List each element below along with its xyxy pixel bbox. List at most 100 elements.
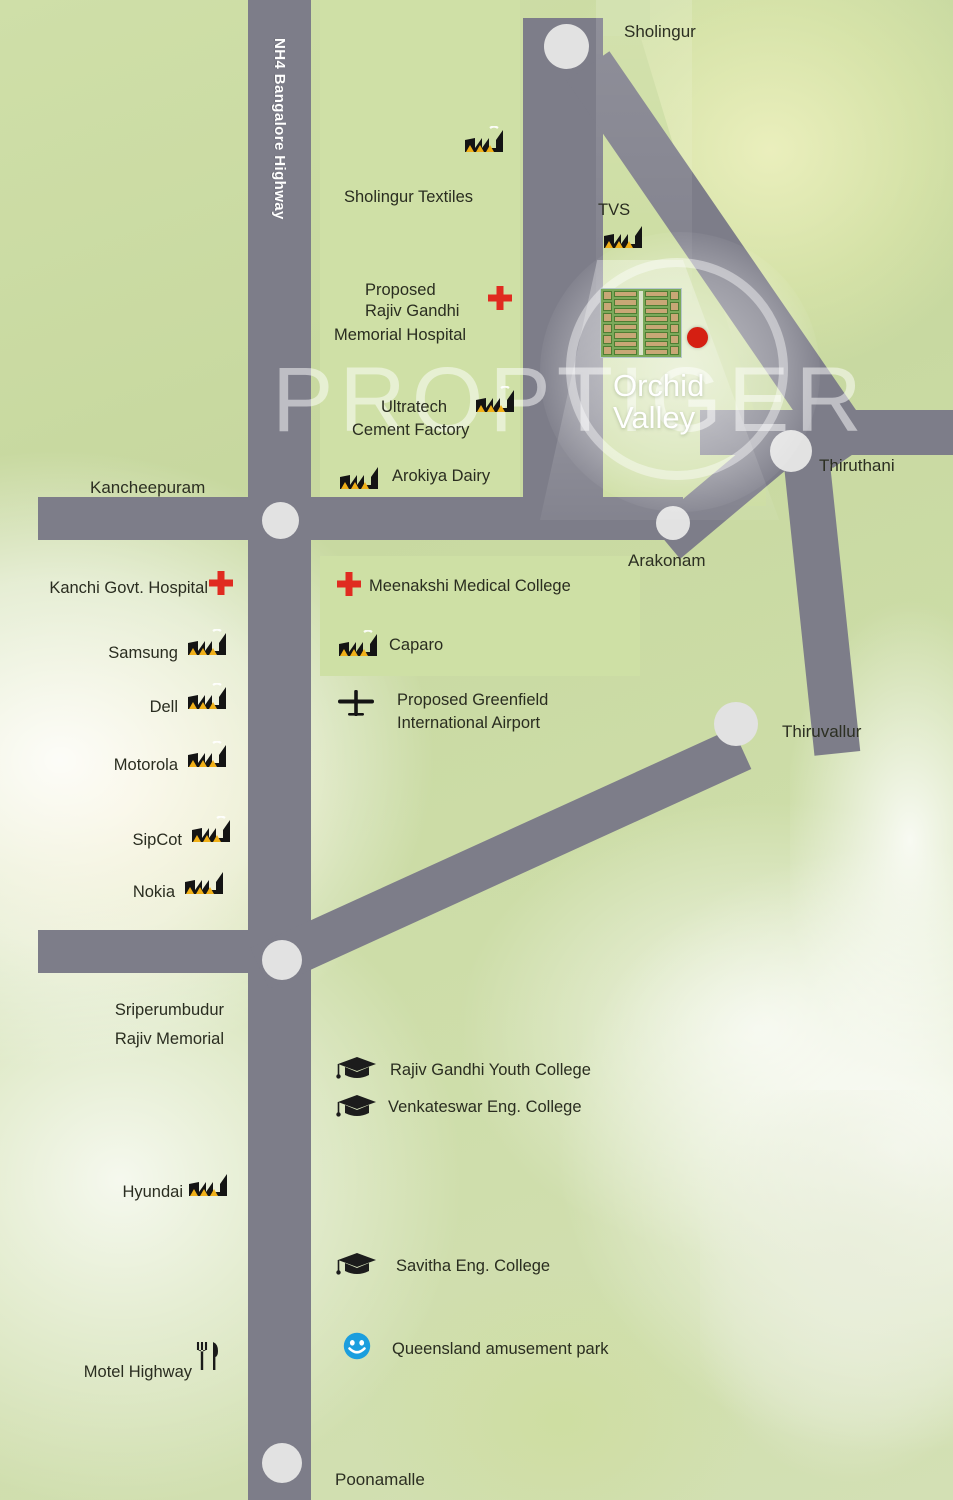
junction-poonamalle [262, 1443, 302, 1483]
poi-label-sriperumbudur-line2: Rajiv Memorial [114, 1030, 224, 1048]
hospital-cross-icon [209, 571, 233, 595]
junction-kancheepuram [262, 502, 299, 539]
plan-plot [603, 302, 613, 311]
poi-label-hyundai: Hyundai [122, 1183, 183, 1201]
plan-plot [614, 291, 638, 298]
road-kancheepuram-arakonam [268, 497, 683, 540]
poi-label-dell: Dell [149, 698, 178, 716]
plan-plot [644, 307, 668, 314]
project-glow [540, 232, 820, 512]
poi-label-sipcot: SipCot [132, 831, 182, 849]
place-label-kancheepuram: Kancheepuram [90, 478, 206, 497]
plan-plot [669, 291, 679, 300]
smiley-icon [343, 1332, 371, 1360]
plan-plot [603, 346, 613, 355]
airplane-icon [338, 690, 374, 716]
poi-label-airport-line1: Proposed Greenfield [397, 691, 549, 709]
land-parcel-north-industrial [320, 0, 520, 532]
poi-label-caparo: Caparo [389, 636, 444, 654]
poi-label-rajiv-gandhi-hospital-line1: Proposed [365, 281, 436, 299]
plan-plot [644, 324, 668, 331]
project-location-marker[interactable] [687, 327, 708, 348]
project-title-line2: Valley [613, 400, 696, 435]
plan-plot [614, 348, 638, 355]
junction-thiruvallur [714, 702, 758, 746]
plan-plot [603, 313, 613, 322]
factory-icon [188, 683, 226, 709]
road-label-nh4: NH4 Bangalore Highway [271, 38, 288, 220]
restaurant-icon [196, 1342, 218, 1370]
junction-sriperumbudur [262, 940, 302, 980]
plan-plot [644, 348, 668, 355]
poi-label-rajiv-gandhi-hospital-line3: Memorial Hospital [334, 326, 467, 344]
poi-label-queensland-amusement-park: Queensland amusement park [392, 1340, 609, 1358]
place-label-thiruvallur: Thiruvallur [782, 722, 862, 741]
plan-plot [614, 315, 638, 322]
road-nh4-bangalore-highway [248, 0, 311, 1500]
poi-label-nokia: Nokia [132, 883, 175, 901]
plan-plot [603, 324, 613, 333]
graduation-cap-icon [336, 1057, 376, 1079]
road-kancheepuram-spur [38, 497, 268, 540]
plan-plot [669, 302, 679, 311]
land-parcel-sholingur-east [600, 0, 650, 40]
place-label-thiruthani: Thiruthani [819, 456, 895, 475]
factory-icon [604, 226, 642, 248]
factory-icon [476, 386, 514, 412]
plan-column [614, 291, 638, 355]
plan-internal-road [639, 291, 643, 355]
background-highlight-southeast [700, 1090, 953, 1500]
factory-icon [188, 629, 226, 655]
plan-plot [614, 324, 638, 331]
poi-label-venkateswar-college: Venkateswar Eng. College [388, 1098, 582, 1116]
factory-icon [340, 467, 378, 489]
poi-label-savitha-college: Savitha Eng. College [396, 1257, 551, 1275]
plan-plot [614, 307, 638, 314]
poi-label-samsung: Samsung [108, 644, 178, 662]
plan-plot [644, 315, 668, 322]
plan-plot [669, 346, 679, 355]
place-label-sholingur: Sholingur [624, 22, 696, 41]
poi-label-ultratech-line1: Ultratech [381, 398, 448, 416]
poi-label-rajiv-gandhi-youth-college: Rajiv Gandhi Youth College [390, 1061, 591, 1079]
poi-label-airport-line2: International Airport [397, 714, 541, 732]
plan-plot [603, 291, 613, 300]
plan-column [644, 291, 668, 355]
road-sriperumbudur-spur [38, 930, 268, 973]
poi-label-arokiya-dairy: Arokiya Dairy [392, 467, 491, 485]
poi-label-motel-highway: Motel Highway [83, 1363, 192, 1381]
plan-plot [614, 340, 638, 347]
project-title-line1: Orchid [613, 368, 705, 403]
plan-plot [669, 324, 679, 333]
poi-label-ultratech-line2: Cement Factory [352, 421, 470, 439]
project-site-layout-plan [600, 288, 682, 358]
plan-plot [644, 332, 668, 339]
graduation-cap-icon [336, 1095, 376, 1117]
plan-plot [669, 335, 679, 344]
factory-icon [185, 872, 223, 894]
place-label-arakonam: Arakonam [628, 551, 706, 570]
poi-label-kanchi-govt-hospital: Kanchi Govt. Hospital [49, 579, 208, 597]
plan-plot [603, 335, 613, 344]
factory-icon [465, 126, 503, 152]
plan-column [669, 291, 679, 355]
factory-icon [192, 816, 230, 842]
plan-plot [614, 332, 638, 339]
plan-plot [644, 340, 668, 347]
plan-plot [669, 313, 679, 322]
graduation-cap-icon [336, 1253, 376, 1275]
plan-plot [614, 299, 638, 306]
plan-column [603, 291, 613, 355]
hospital-cross-icon [337, 572, 361, 596]
factory-icon [189, 1174, 227, 1196]
poi-label-motorola: Motorola [113, 756, 178, 774]
factory-icon [339, 630, 377, 656]
factory-icon [188, 741, 226, 767]
poi-label-rajiv-gandhi-hospital-line2: Rajiv Gandhi [365, 302, 460, 320]
junction-sholingur [544, 24, 589, 69]
hospital-cross-icon [488, 286, 512, 310]
plan-plot [644, 291, 668, 298]
poi-label-tvs: TVS [598, 201, 631, 219]
poi-label-meenakshi-medical-college: Meenakshi Medical College [369, 577, 571, 595]
